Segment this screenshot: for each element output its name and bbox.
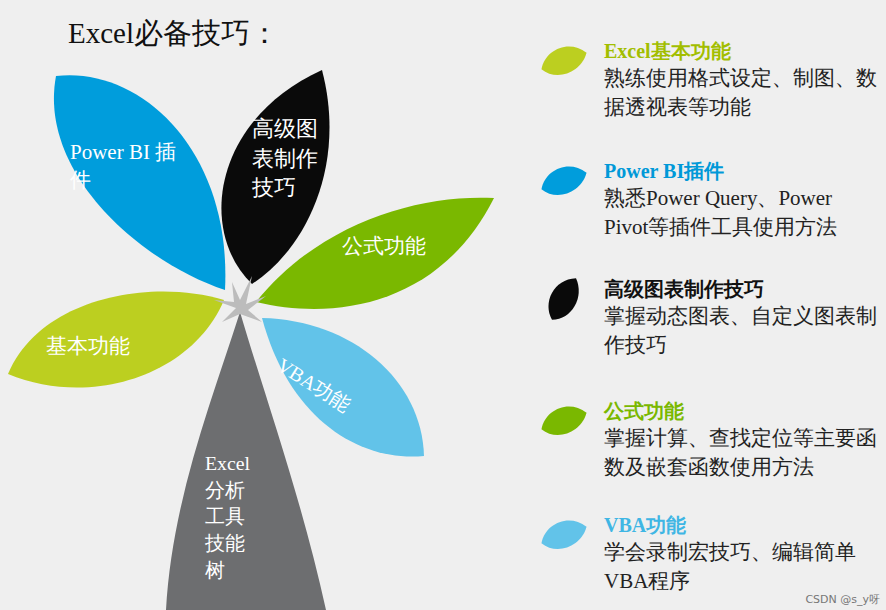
item-description: 掌握计算、查找定位等主要函数及嵌套函数使用方法 [536, 424, 880, 483]
leaf-node: 基本功能 [46, 332, 146, 360]
skill-item: Power BI插件熟悉Power Query、Power Pivot等插件工具… [536, 158, 881, 243]
item-heading: Power BI插件 [536, 158, 881, 184]
leaf-label: Power BI 插件 [70, 138, 182, 195]
leaf-icon-shape [537, 40, 591, 81]
leaf-icon [536, 38, 592, 84]
leaf-label: 高级图表制作技巧 [252, 114, 324, 203]
title: Excel必备技巧： [68, 14, 279, 54]
skill-item: VBA功能学会录制宏技巧、编辑简单VBA程序 [536, 512, 881, 597]
leaf-icon-shape [537, 400, 591, 441]
item-description: 熟练使用格式设定、制图、数据透视表等功能 [536, 64, 880, 123]
leaf-label: 公式功能 [342, 232, 442, 260]
leaf-icon [536, 276, 592, 322]
watermark: CSDN @s_y呀 [805, 592, 880, 607]
leaf [262, 318, 424, 457]
leaf-label: 基本功能 [46, 332, 146, 360]
leaf-center [214, 276, 266, 322]
leaf-node: Excel分析工具技能树 [205, 450, 253, 584]
item-description: 学会录制宏技巧、编辑简单VBA程序 [536, 538, 880, 597]
item-heading: 高级图表制作技巧 [536, 276, 881, 302]
item-heading: Excel基本功能 [536, 38, 881, 64]
leaf-node: Power BI 插件 [70, 138, 182, 195]
leaf-icon [536, 398, 592, 444]
leaf-icon-shape [537, 514, 591, 555]
leaf-label: Excel分析工具技能树 [205, 450, 253, 584]
skill-item: 高级图表制作技巧掌握动态图表、自定义图表制作技巧 [536, 276, 881, 361]
leaf [54, 75, 225, 290]
skill-item: Excel基本功能熟练使用格式设定、制图、数据透视表等功能 [536, 38, 881, 123]
item-heading: 公式功能 [536, 398, 881, 424]
item-description: 掌握动态图表、自定义图表制作技巧 [536, 302, 880, 361]
skill-item: 公式功能掌握计算、查找定位等主要函数及嵌套函数使用方法 [536, 398, 881, 483]
item-description: 熟悉Power Query、Power Pivot等插件工具使用方法 [536, 184, 880, 243]
leaf [256, 198, 494, 309]
leaf-icon-shape [537, 160, 591, 201]
leaf [8, 292, 224, 388]
leaf-node: 高级图表制作技巧 [252, 114, 324, 203]
item-heading: VBA功能 [536, 512, 881, 538]
leaf-node: 公式功能 [342, 232, 442, 260]
leaf-icon-shape [540, 276, 587, 322]
leaf-icon [536, 158, 592, 204]
leaf-icon [536, 512, 592, 558]
trunk [166, 312, 326, 610]
